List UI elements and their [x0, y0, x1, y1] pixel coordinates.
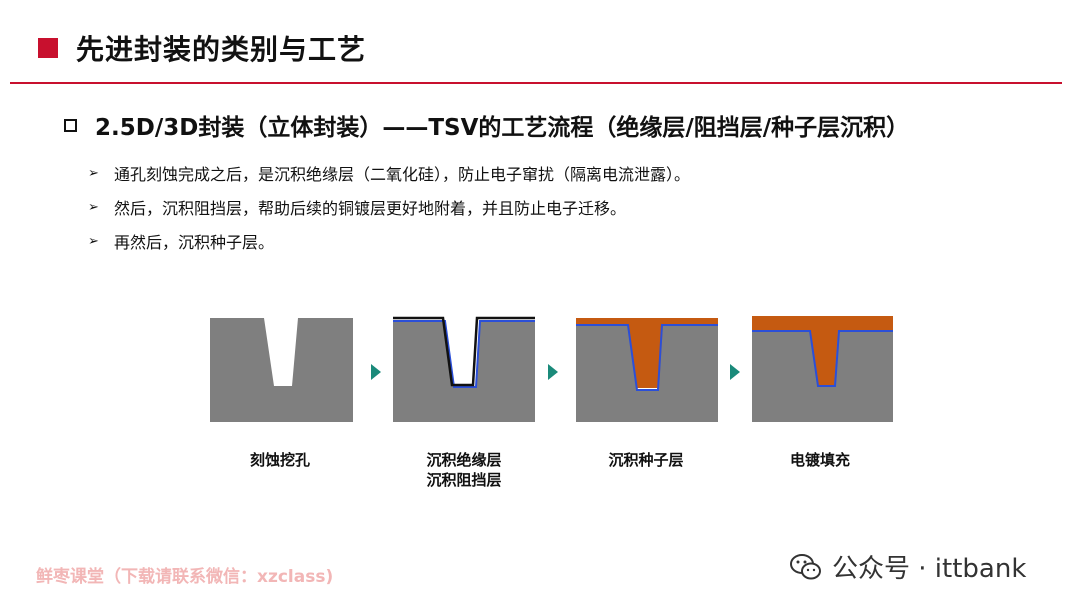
- step-label-plating: 电镀填充: [740, 450, 900, 470]
- step-label-line: 刻蚀挖孔: [249, 451, 310, 469]
- section-title: 2.5D/3D封装（立体封装）——TSV的工艺流程（绝缘层/阻挡层/种子层沉积）: [95, 115, 910, 141]
- seed-layer: [576, 318, 718, 388]
- bullet-item: ➢ 然后，沉积阻挡层，帮助后续的铜镀层更好地附着，并且防止电子迁移。: [88, 190, 690, 224]
- watermark-right-text: 公众号 · ittbank: [832, 554, 1027, 584]
- arrow-bullet-icon: ➢: [88, 233, 99, 249]
- section-marker: [64, 118, 77, 132]
- step-etch-diagram: [210, 318, 353, 422]
- step-arrow-icon: [371, 364, 381, 380]
- step-label-line: 沉积阻挡层: [426, 471, 502, 489]
- barrier-layer: [576, 324, 718, 391]
- bullet-text: 然后，沉积阻挡层，帮助后续的铜镀层更好地附着，并且防止电子迁移。: [114, 199, 627, 218]
- title-bar: 先进封装的类别与工艺: [38, 28, 366, 68]
- title-divider: [10, 82, 1062, 84]
- wechat-icon: [790, 553, 821, 579]
- substrate-block: [393, 320, 535, 422]
- bullet-item: ➢ 再然后，沉积种子层。: [88, 224, 690, 258]
- bullet-text: 通孔刻蚀完成之后，是沉积绝缘层（二氧化硅），防止电子窜扰（隔离电流泄露）。: [114, 165, 691, 184]
- step-label-line: 沉积种子层: [608, 451, 684, 469]
- insulation-layer: [393, 316, 535, 387]
- step-arrow-icon: [548, 364, 558, 380]
- step-seed-diagram: [576, 318, 718, 422]
- substrate-block: [576, 324, 718, 422]
- bullet-text: 再然后，沉积种子层。: [114, 233, 275, 252]
- step-plating-diagram: [752, 316, 893, 422]
- section-heading: 2.5D/3D封装（立体封装）——TSV的工艺流程（绝缘层/阻挡层/种子层沉积）: [64, 108, 909, 142]
- copper-fill: [752, 316, 893, 385]
- page-title: 先进封装的类别与工艺: [76, 33, 367, 66]
- watermark-left: 鲜枣课堂（下载请联系微信：xzclass): [36, 567, 334, 587]
- title-marker: [38, 38, 58, 58]
- step-label-line: 电镀填充: [789, 451, 850, 469]
- watermark-right: 公众号 · ittbank: [790, 548, 1026, 585]
- step-label-etch: 刻蚀挖孔: [200, 450, 360, 470]
- step-label-insulation: 沉积绝缘层 沉积阻挡层: [384, 450, 544, 490]
- arrow-bullet-icon: ➢: [88, 199, 99, 215]
- bullet-item: ➢ 通孔刻蚀完成之后，是沉积绝缘层（二氧化硅），防止电子窜扰（隔离电流泄露）。: [88, 156, 690, 190]
- step-insulation-diagram: [393, 316, 535, 422]
- step-label-seed: 沉积种子层: [566, 450, 726, 470]
- barrier-layer: [752, 330, 893, 387]
- substrate-block: [210, 318, 353, 422]
- step-arrow-icon: [730, 364, 740, 380]
- bullet-list: ➢ 通孔刻蚀完成之后，是沉积绝缘层（二氧化硅），防止电子窜扰（隔离电流泄露）。 …: [88, 156, 690, 258]
- barrier-layer: [393, 320, 535, 388]
- arrow-bullet-icon: ➢: [88, 165, 99, 181]
- step-label-line: 沉积绝缘层: [426, 451, 502, 469]
